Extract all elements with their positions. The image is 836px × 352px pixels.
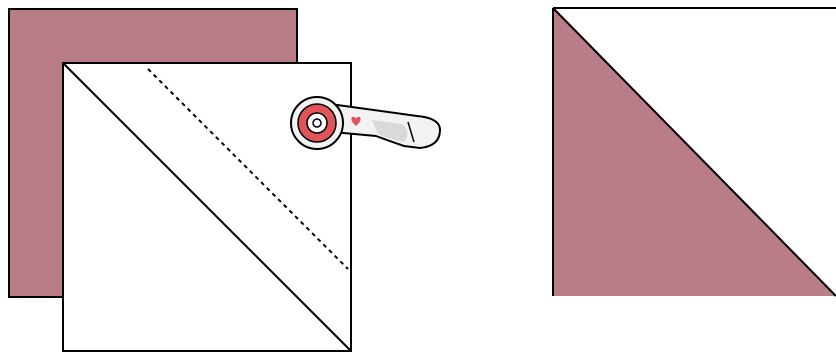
- diagonal-cut-line: [62, 62, 352, 352]
- heart-icon: [351, 116, 361, 126]
- triangle-diagonal-edge: [552, 7, 836, 297]
- cutter-handle-grip: [407, 121, 415, 143]
- stacked-squares: [8, 8, 352, 352]
- half-square-triangle: [552, 7, 836, 297]
- rotary-cutter-icon: [290, 96, 442, 150]
- cutter-blade-hub: [312, 118, 322, 128]
- cutter-handle-shade: [372, 120, 408, 142]
- dashed-seam-line: [147, 68, 349, 270]
